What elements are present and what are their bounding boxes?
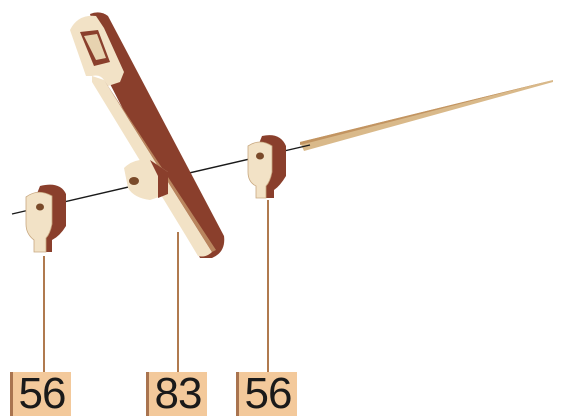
part-number-label-left: 56 [10, 372, 71, 416]
part-number-text: 56 [18, 369, 67, 418]
part-number-label-right: 56 [236, 372, 297, 416]
toothpick-part [300, 80, 553, 151]
lever-part [70, 12, 225, 259]
part-number-text: 83 [154, 369, 203, 418]
left-bracket-part [25, 184, 66, 253]
right-bracket-part [247, 135, 286, 199]
part-number-label-mid: 83 [146, 372, 207, 416]
part-number-text: 56 [244, 369, 293, 418]
